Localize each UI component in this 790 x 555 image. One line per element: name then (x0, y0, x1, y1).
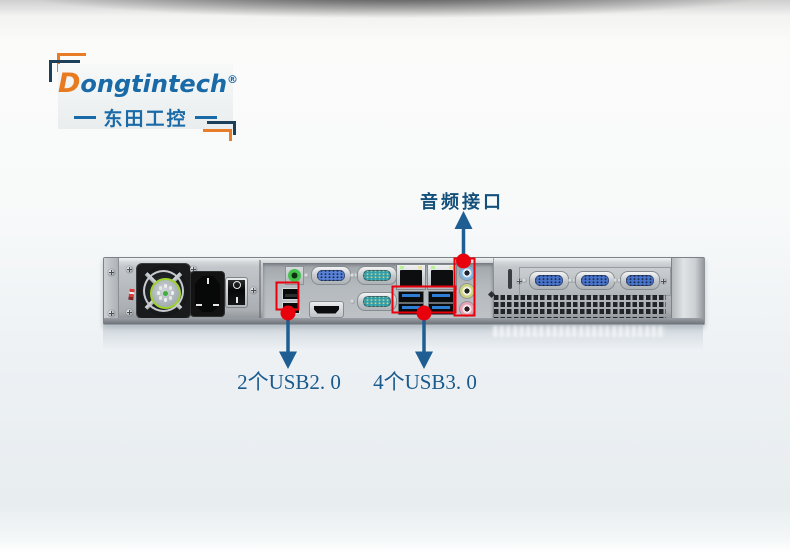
psu-wires (128, 288, 135, 301)
registered-mark: ® (227, 73, 239, 86)
subtitle-dash-left (74, 116, 97, 119)
brand-subtitle: 东田工控 (103, 108, 188, 130)
com-port-2 (568, 271, 622, 290)
com-port-1 (522, 271, 576, 290)
brand-wordmark: Dongtintech® (58, 68, 238, 99)
usb2-port-2 (282, 302, 300, 314)
lan-port-2 (427, 264, 457, 290)
audio-line-out-jack (459, 283, 475, 299)
io-panel (263, 263, 493, 320)
punch-slot (508, 269, 512, 289)
brand-initial: D (58, 68, 81, 99)
usb3-port-2 (398, 303, 424, 315)
corner-bracket-bottom-right-navy (207, 121, 236, 135)
screw (250, 287, 257, 294)
logo: Dongtintech® 东田工控 (58, 64, 238, 131)
screw (108, 310, 115, 317)
usb2-port-1 (282, 288, 300, 300)
power-switch[interactable] (225, 277, 248, 308)
chassis-top-edge (104, 258, 704, 262)
usb3-ports-label: 4个USB3. 0 (373, 370, 477, 394)
grille-reflection (493, 326, 665, 337)
corner-bracket-top-left-navy (49, 60, 80, 82)
fan-opening (139, 266, 188, 316)
usb3-port-4 (428, 303, 454, 315)
ps2-port (285, 266, 304, 285)
audio-mic-jack (459, 301, 475, 317)
chassis-bottom-edge (104, 318, 704, 324)
subtitle-dash-right (194, 116, 217, 119)
serial-port-2 (350, 292, 404, 311)
mounting-ear-right (671, 258, 705, 324)
psu-fan (136, 263, 191, 319)
screw (108, 269, 115, 276)
screw (190, 266, 197, 273)
fan-hub (150, 277, 181, 309)
screw (126, 266, 133, 273)
brand-rest: ongtintech (80, 70, 228, 98)
ac-power-inlet (190, 271, 225, 317)
psu-divider (259, 260, 261, 322)
io-divider (493, 258, 494, 324)
screw (126, 309, 133, 316)
screw (517, 279, 522, 284)
hdmi-port (309, 301, 344, 318)
screw (661, 279, 666, 284)
audio-ports-label: 音频接口 (420, 192, 504, 213)
server-rear-panel (103, 257, 705, 325)
vga-port (304, 266, 358, 285)
lan-port-1 (396, 264, 426, 290)
usb3-port-3 (428, 291, 454, 303)
usb3-port-1 (398, 291, 424, 303)
brand-subtitle-row: 东田工控 (58, 104, 233, 131)
corner-bracket-bottom-right-orange (203, 129, 232, 141)
usb2-ports-label: 2个USB2. 0 (237, 370, 341, 394)
audio-line-in-jack (459, 265, 475, 281)
com-port-3 (613, 271, 667, 290)
mounting-ear-left (104, 258, 119, 324)
